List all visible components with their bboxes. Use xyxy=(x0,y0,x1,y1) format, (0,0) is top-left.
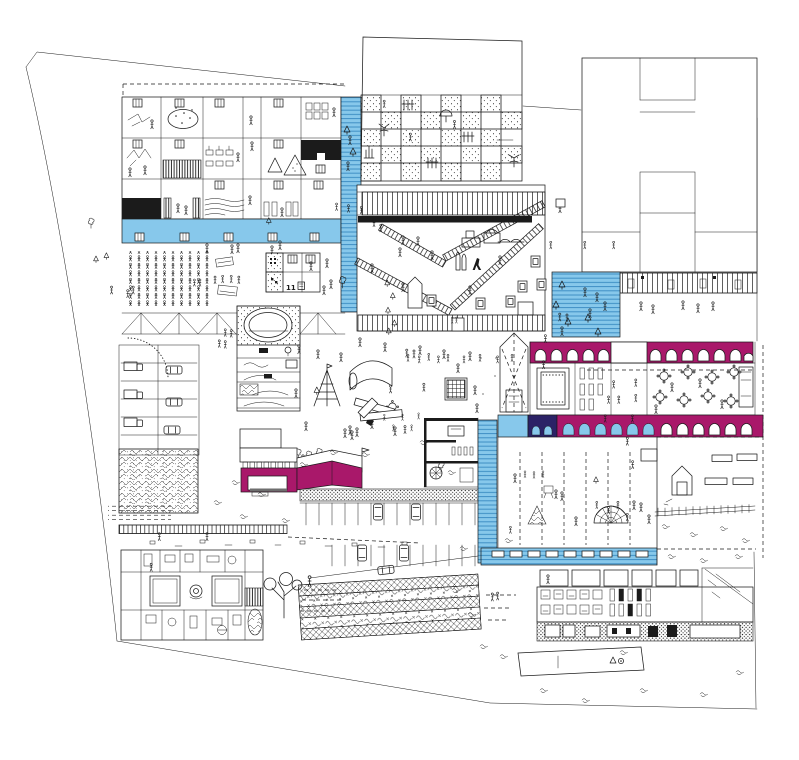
blue-gallery-strip-east xyxy=(477,419,498,564)
arena-building xyxy=(192,274,301,412)
residential-grid-building xyxy=(121,96,342,244)
courtyard-crowd xyxy=(127,240,282,306)
unit-windows xyxy=(132,98,324,190)
field-dashes xyxy=(484,594,516,621)
arches-lower xyxy=(562,423,753,436)
site-sign xyxy=(437,461,645,677)
pavilion-11: 11 xyxy=(265,217,333,296)
truss-bridge xyxy=(103,252,346,335)
stair-wedge xyxy=(593,476,754,623)
base-openings xyxy=(523,470,741,639)
clerestory xyxy=(539,569,699,587)
market-field xyxy=(603,378,763,566)
stage-room xyxy=(536,367,570,410)
parking-lot-west xyxy=(118,337,200,456)
plan-furniture xyxy=(143,553,242,635)
chapel-tower xyxy=(499,332,529,413)
elevation-building xyxy=(383,412,754,642)
geodesic-dome xyxy=(593,505,629,524)
library-room xyxy=(541,334,603,411)
railway-track xyxy=(118,524,408,548)
crowd-block xyxy=(127,251,213,306)
plank-pile xyxy=(353,397,403,422)
climbing-frame xyxy=(313,363,341,407)
colonnade-strip xyxy=(549,240,758,315)
h-building xyxy=(581,57,758,273)
beer-garden xyxy=(652,364,754,415)
fence xyxy=(654,504,756,517)
magenta-arcade-building xyxy=(497,312,764,438)
museum-annex-rooms xyxy=(348,348,479,488)
window-rows xyxy=(383,412,651,617)
site-boundary xyxy=(25,51,764,710)
blue-square-plaza xyxy=(551,271,621,338)
parking-lot-center xyxy=(299,502,479,579)
facade-sketches xyxy=(363,99,520,169)
magenta-ribbon-building xyxy=(239,428,370,588)
benches xyxy=(215,256,238,297)
sculptures xyxy=(407,229,525,309)
track-debris xyxy=(149,539,408,548)
unit-sketches xyxy=(122,102,341,219)
vineyard-terraces xyxy=(294,447,482,641)
market-house xyxy=(625,436,693,506)
courtyard-housing-plan xyxy=(120,532,264,641)
pebble-path xyxy=(299,488,479,502)
arches-upper xyxy=(534,349,754,362)
market-stalls xyxy=(603,378,758,485)
escalator-ramps xyxy=(354,200,546,316)
dotted-facade-building xyxy=(360,36,523,182)
courtyard-figures-row xyxy=(406,353,514,364)
base-band-slots xyxy=(491,550,649,558)
unit-11-label: 11 xyxy=(286,284,296,292)
blue-cell xyxy=(497,414,529,438)
tunnel-sculpture xyxy=(348,360,393,391)
woodland-grove xyxy=(118,448,199,514)
museum-block xyxy=(335,184,566,332)
plaza-figures xyxy=(294,337,479,470)
stipple-cells xyxy=(360,94,523,182)
